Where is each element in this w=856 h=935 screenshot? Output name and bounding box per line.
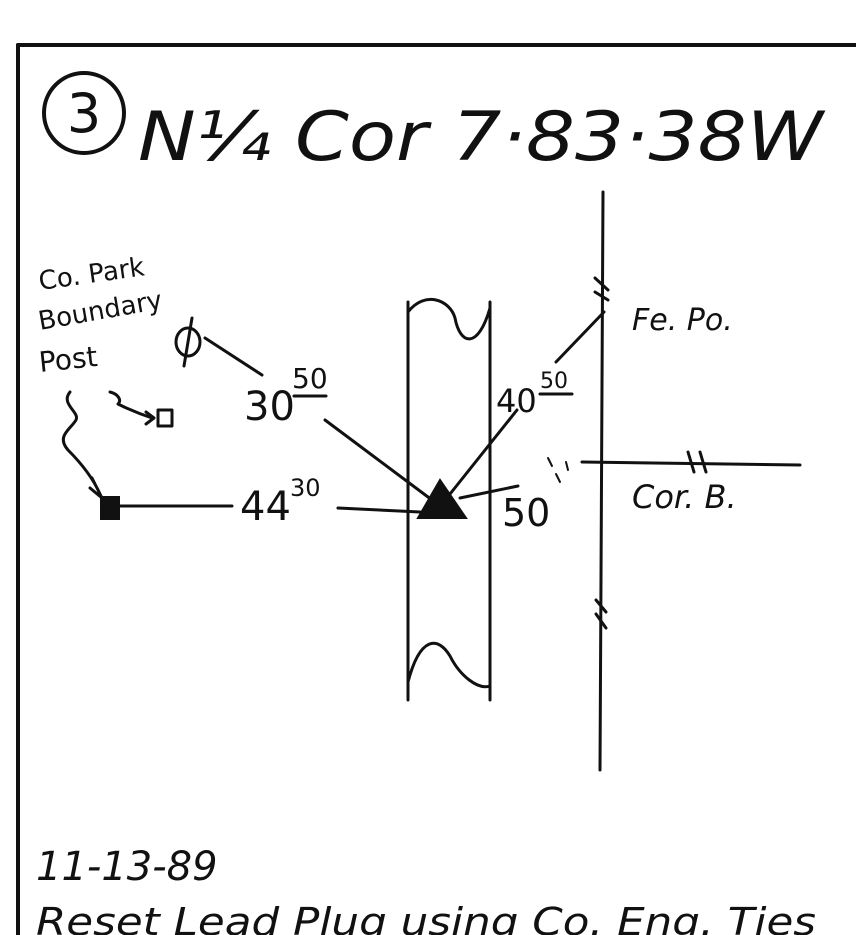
- post-label: Co. Park Boundary Post: [36, 252, 165, 379]
- tie-lines: [106, 310, 606, 514]
- corner-board-label: Cor. B.: [632, 478, 737, 516]
- sheet-number-circle: [42, 71, 126, 155]
- fence-post-label: Fe. Po.: [632, 303, 733, 338]
- measurement-40-50: 40 50: [496, 369, 574, 420]
- corner-title: N¼ Cor 7·83·38W: [138, 98, 826, 177]
- road-strip: [406, 298, 492, 702]
- corner-board-line: [547, 450, 802, 483]
- measurement-44-30: 44 30: [240, 474, 321, 530]
- pole-symbol-icon: [174, 316, 202, 368]
- survey-date: 11-13-89: [36, 844, 218, 890]
- post-label-line-3: Post: [37, 340, 99, 379]
- lead-plug-marker: [416, 478, 468, 519]
- measurement-30-50-fraction: 50: [292, 362, 328, 395]
- survey-note: Reset Lead Plug using Co. Eng. Ties: [36, 900, 816, 935]
- sheet-number: 3: [67, 82, 101, 145]
- post-arrow-icon: [61, 390, 104, 500]
- measurement-30-50-whole: 30: [244, 384, 295, 430]
- road-break-bottom: [406, 641, 492, 689]
- measurement-44-30-fraction: 30: [290, 474, 321, 502]
- fence-line: [593, 190, 610, 772]
- measurement-40-50-whole: 40: [496, 382, 537, 420]
- measurement-40-50-fraction: 50: [540, 369, 568, 394]
- header: 3 N¼ Cor 7·83·38W: [42, 71, 826, 177]
- measurement-44-30-whole: 44: [240, 484, 291, 530]
- measurement-30-50: 30 50: [244, 362, 328, 430]
- boundary-post-marker: [100, 496, 120, 520]
- reference-marker-icon: [108, 390, 174, 428]
- card-border: [16, 43, 856, 935]
- road-break-top: [406, 298, 492, 341]
- measurement-50: 50: [502, 491, 550, 535]
